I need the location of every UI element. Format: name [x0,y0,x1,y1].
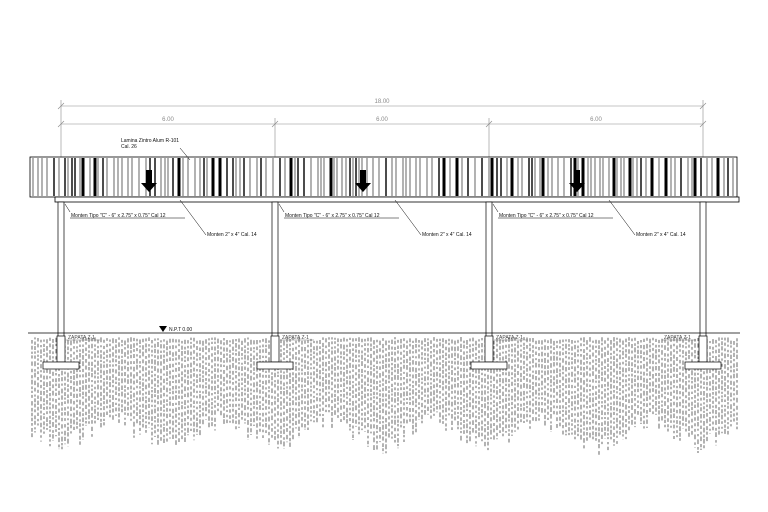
columns [57,201,707,339]
purlin-label-2: Monten Tipo "C" - 6" x 2.75" x 0.75" Cal… [285,213,380,219]
dimension-lines [57,100,707,160]
footing-label-2: ZAPATA Z-1 [282,335,309,341]
bay-dimension-3: 6.00 [590,117,602,123]
roof-label-leader [179,147,191,161]
load-arrows [141,170,585,192]
level-label: N.P.T 0.00 [169,327,192,333]
column-4 [699,201,707,339]
purlin-leaders [64,203,613,219]
bay-dimension-1: 6.00 [162,117,174,123]
column-2 [271,201,279,339]
footing-label-3: ZAPATA Z-1 [496,335,523,341]
purlin-label-1: Monten Tipo "C" - 6" x 2.75" x 0.75" Cal… [71,213,166,219]
roof-label-line2: Cal. 26 [121,144,137,150]
purlin-label-3: Monten Tipo "C" - 6" x 2.75" x 0.75" Cal… [499,213,594,219]
footing-4 [684,335,722,370]
beam-label-1: Monten 2" x 4" Cal. 14 [207,232,257,238]
footing-label-4: ZAPATA Z-1 [664,335,691,341]
footing-2 [256,335,294,370]
beam-leaders [179,199,636,236]
footing-1 [42,335,80,370]
total-dimension: 18.00 [374,99,390,105]
level-marker-icon [159,326,167,332]
roof-label-line1: Lamina Zintro Alum R-101 [121,138,179,144]
beam-label-3: Monten 2" x 4" Cal. 14 [636,232,686,238]
roof-corrugation [32,158,734,196]
footing-label-1: ZAPATA Z-1 [68,335,95,341]
load-arrow-1 [141,170,157,192]
column-1 [57,201,65,339]
column-3 [485,201,493,339]
footing-3 [470,335,508,370]
load-arrow-2 [355,170,371,192]
beam-label-2: Monten 2" x 4" Cal. 14 [422,232,472,238]
soil-hatching [31,337,738,455]
bay-dimension-2: 6.00 [376,117,388,123]
purlin-beam [54,196,740,203]
footings [42,335,722,370]
load-arrow-3 [569,170,585,192]
